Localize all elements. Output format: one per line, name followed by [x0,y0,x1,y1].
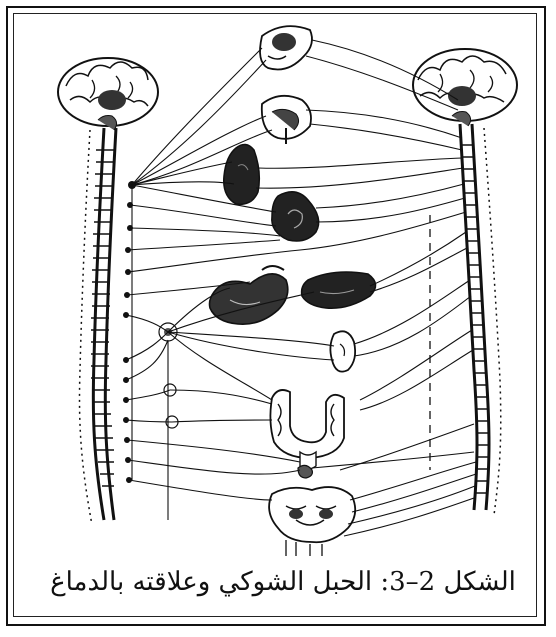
figure-caption: الشكل 2–3: الحبل الشوكي وعلاقته بالدماغ [40,562,526,602]
right-spinal-cord [430,124,501,515]
reproductive-organs-icon [269,487,355,556]
left-brain-icon [58,58,158,130]
liver-icon [302,272,376,308]
eye-icon [260,26,312,69]
right-brain-icon [413,49,517,126]
intestine-icon [270,390,344,469]
bladder-icon [298,465,312,478]
throat-icon [262,96,311,144]
lung-icon [224,144,260,204]
heart-icon [272,192,319,241]
kidney-icon [330,331,355,371]
